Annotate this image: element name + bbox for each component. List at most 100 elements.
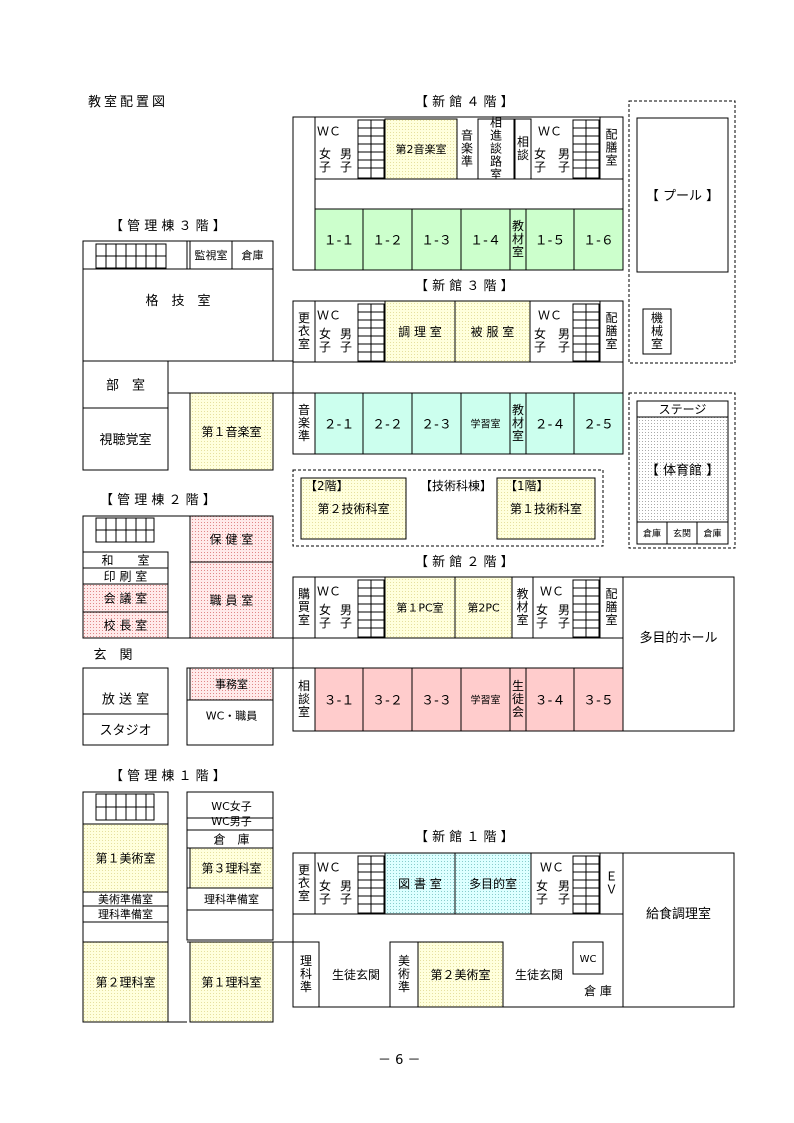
room-box [314, 667, 364, 732]
room: WC女子 [211, 799, 252, 813]
room-label: 相談 [517, 135, 529, 162]
room: 男子 [558, 147, 570, 174]
room: 生徒会 [509, 667, 527, 732]
heading-mgmt-2f: 【 管 理 棟 ２ 階 】 [100, 493, 216, 508]
room: 配膳室 [599, 300, 624, 363]
room: ステージ [636, 400, 729, 418]
room-box [573, 667, 624, 732]
room-box [514, 118, 532, 180]
room-label: 会 議 室 [104, 591, 148, 606]
room: 音楽準 [292, 392, 316, 455]
room-box [411, 392, 462, 455]
room-box [189, 941, 274, 1023]
room-label: 購買室 [298, 587, 310, 627]
room-label: 更衣室 [298, 311, 310, 351]
room: 学習室 [460, 392, 511, 455]
room: 購買室 [292, 576, 316, 639]
room-label: 第２美術室 [430, 967, 490, 982]
room: 玄関 [666, 521, 698, 545]
room-box [454, 576, 513, 639]
room-label: 男子 [340, 327, 352, 354]
room-label: 放 送 室 [102, 691, 149, 707]
room-label: 倉 庫 [213, 832, 249, 847]
room-label: 監視室 [195, 248, 228, 262]
room: 女子 [319, 146, 331, 174]
room-box [189, 847, 274, 889]
room-label: ３-２ [372, 693, 403, 708]
room: １-１ [314, 208, 364, 271]
room: 調 理 室 [384, 300, 456, 363]
room-label: 美術準備室 [98, 892, 153, 906]
room: 和 室 [82, 551, 169, 569]
room: ３-１ [314, 667, 364, 732]
room-box [454, 852, 532, 915]
room: ＷＣ [317, 585, 341, 599]
room: ３-４ [525, 667, 575, 732]
room-label: 男子 [558, 879, 570, 906]
room-box [460, 208, 511, 271]
room-label: ３-３ [421, 693, 452, 708]
room-box [417, 941, 504, 1008]
room-label: 男子 [558, 327, 570, 354]
room-label: 女子 [536, 602, 548, 630]
room: 第2PC [454, 576, 513, 639]
tech-floor1-label: 【1階】 [505, 478, 549, 493]
room-box [362, 208, 413, 271]
room: 第２理科室 [82, 941, 169, 1023]
room-box [362, 392, 413, 455]
room-label: １-４ [470, 233, 501, 248]
room: 第１理科室 [189, 941, 274, 1023]
room-label: ステージ [659, 403, 707, 417]
room: 更衣室 [292, 300, 316, 363]
room: ２-５ [573, 392, 624, 455]
room-box [573, 392, 624, 455]
room-label: ＷＣ [317, 125, 341, 139]
room-box [292, 852, 316, 915]
room-label: 第１PC室 [396, 601, 443, 615]
room-label: ＷＣ [317, 585, 341, 599]
room-label: 教材室 [512, 402, 524, 443]
room: 倉庫 [636, 521, 668, 545]
room-label: 配膳室 [605, 128, 617, 168]
room-box [384, 852, 456, 915]
tech-floor2-label: 【2階】 [305, 478, 349, 493]
room-label: 理科準 [300, 954, 312, 994]
room-box [636, 117, 729, 273]
room: 生徒玄関 [332, 967, 380, 982]
room-label: 女子 [319, 878, 331, 906]
room-box [384, 118, 458, 180]
room: 女子 [319, 326, 331, 354]
room: 第2音楽室 [384, 118, 458, 180]
dashed-enclosures [292, 100, 736, 549]
room-label: 倉庫 [643, 527, 661, 539]
room-label: WC男子 [211, 815, 252, 828]
room-label: 玄関 [673, 527, 691, 539]
room: ＷＣ [317, 125, 341, 139]
room-label: 男子 [558, 147, 570, 174]
room-label: 教材室 [516, 586, 528, 627]
room-label: 倉庫 [703, 527, 721, 539]
room-box [189, 561, 274, 639]
room-label: 男子 [340, 147, 352, 174]
room: ３-２ [362, 667, 413, 732]
room-box [189, 515, 274, 563]
room: 倉 庫 [584, 983, 612, 998]
room-label: WC [580, 954, 597, 965]
room: 多目的室 [454, 852, 532, 915]
room-box [642, 308, 672, 355]
room: 保 健 室 [189, 515, 274, 563]
room-label: 学習室 [471, 693, 501, 706]
heading-new-3f: 【 新 館 ３ 階 】 [415, 278, 514, 294]
room: 部 室 [106, 377, 145, 393]
room: 更衣室 [292, 852, 316, 915]
room-label: ＷＣ [538, 309, 562, 323]
room-label: ＷＣ [538, 125, 562, 139]
room-label: 生徒会 [512, 679, 524, 719]
room: ＷＣ [538, 125, 562, 139]
room-label: ＷＣ [540, 861, 564, 875]
room: 相談 [514, 118, 532, 180]
room: ＷＣ [540, 585, 564, 599]
room-label: スタジオ [99, 723, 151, 738]
